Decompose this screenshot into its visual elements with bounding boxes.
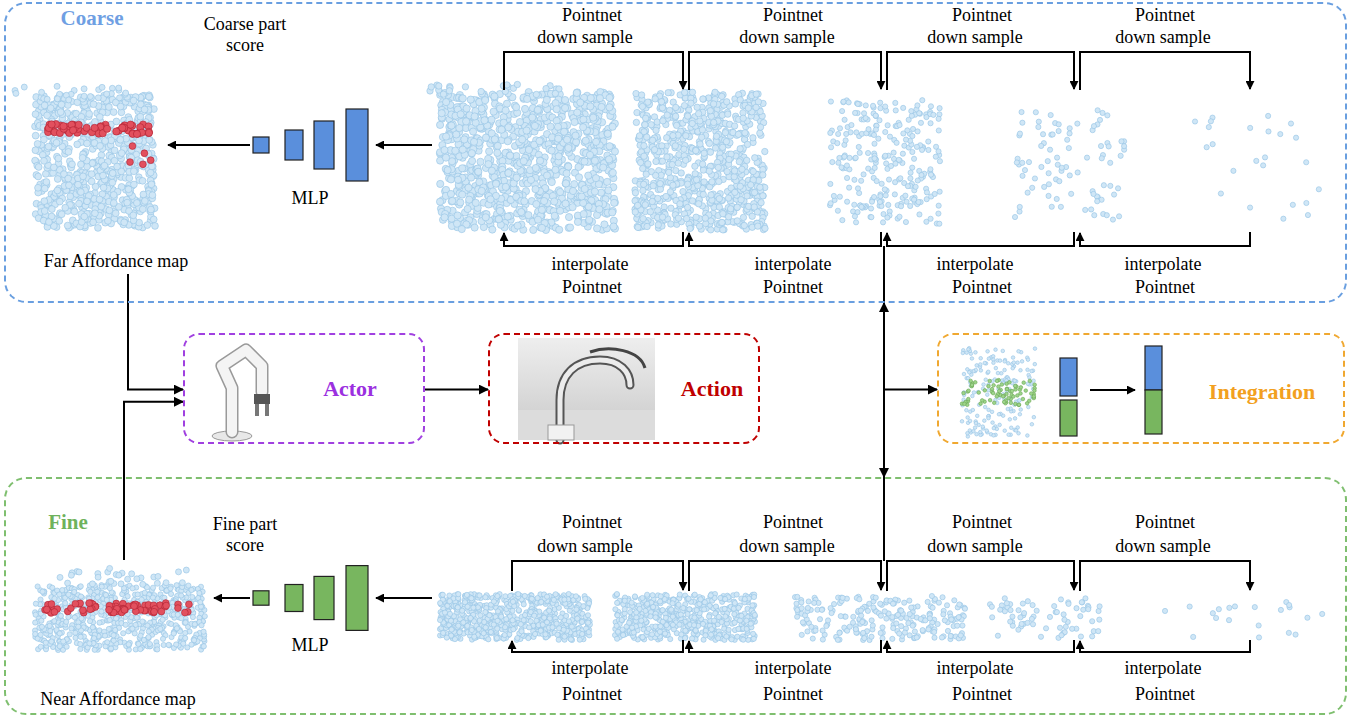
- figure: Far Affordance mapCoarseActorActionInteg…: [0, 0, 1351, 719]
